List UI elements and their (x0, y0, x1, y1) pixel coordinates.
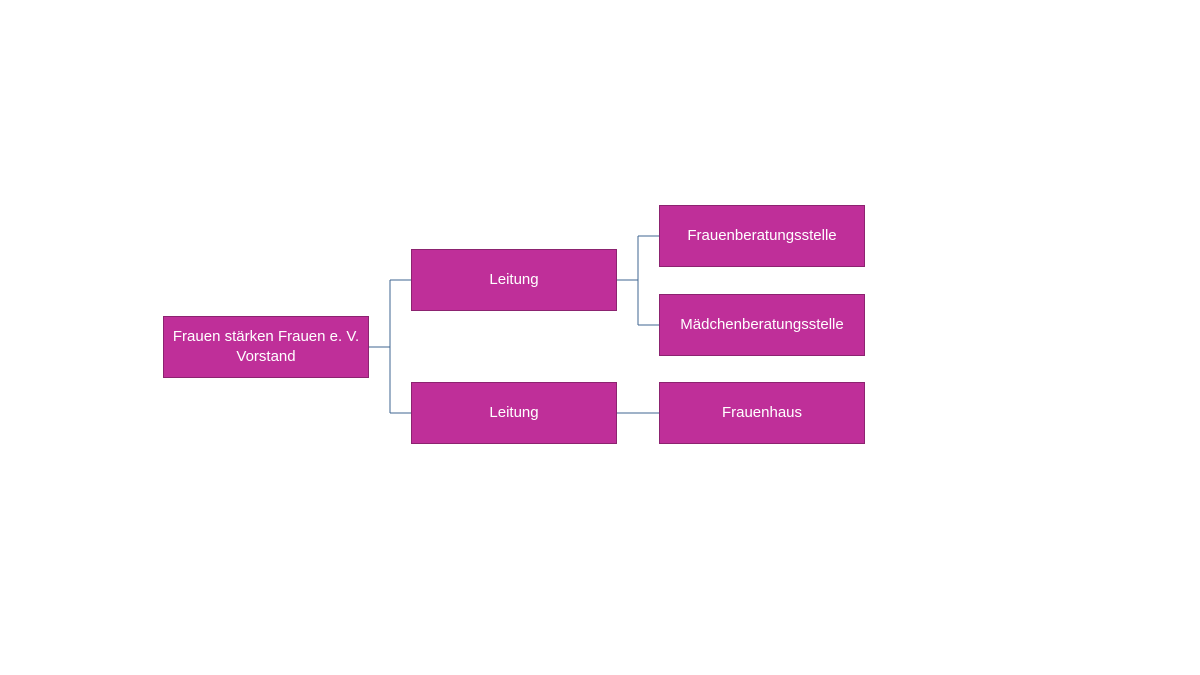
node-leitung-1-label: Leitung (489, 271, 539, 288)
node-frauenberatungsstelle: Frauenberatungsstelle (659, 205, 865, 267)
node-maedchenberatungsstelle: Mädchenberatungsstelle (659, 294, 865, 356)
node-maedchenberatungsstelle-label: Mädchenberatungsstelle (680, 316, 844, 333)
node-vorstand-line2: Vorstand (236, 348, 296, 365)
node-frauenberatungsstelle-label: Frauenberatungsstelle (687, 227, 837, 244)
node-vorstand-line1: Frauen stärken Frauen e. V. (172, 328, 360, 345)
node-leitung-2: Leitung (411, 382, 617, 444)
node-leitung-2-label: Leitung (489, 404, 539, 421)
node-frauenhaus: Frauenhaus (659, 382, 865, 444)
node-frauenhaus-label: Frauenhaus (721, 404, 803, 421)
node-vorstand: Frauen stärken Frauen e. V. Vorstand (163, 316, 369, 378)
node-leitung-1: Leitung (411, 249, 617, 311)
